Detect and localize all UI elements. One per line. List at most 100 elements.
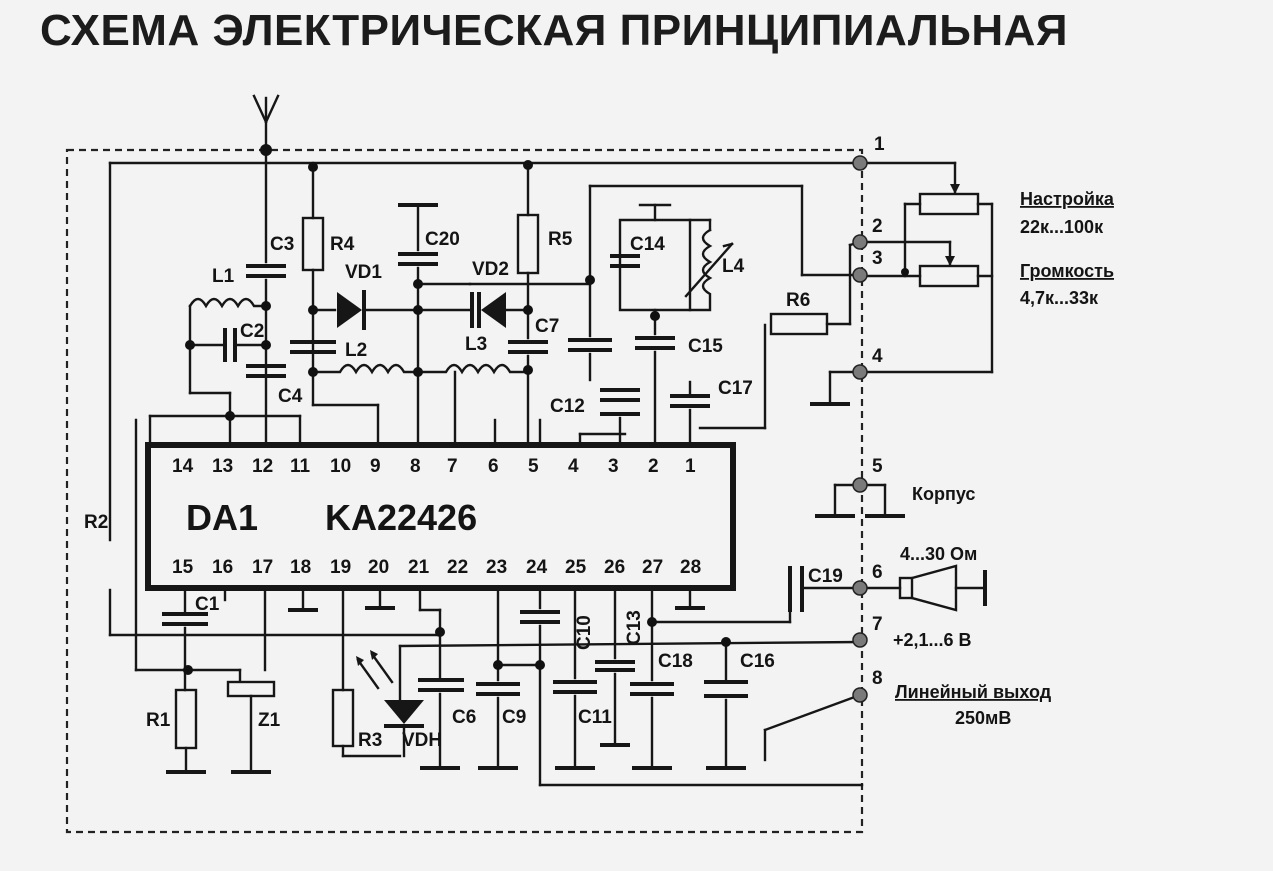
case-ground [815, 483, 905, 518]
potentiometer-tuning [858, 161, 994, 216]
terminal-number: 7 [872, 614, 883, 635]
label-r1: R1 [146, 710, 171, 731]
terminal-3 [852, 267, 868, 283]
label-l3: L3 [465, 334, 487, 355]
ic-pins-top: 14 13 12 11 10 9 8 7 6 5 4 3 2 1 [172, 456, 696, 477]
page-title: СХЕМА ЭЛЕКТРИЧЕСКАЯ ПРИНЦИПИАЛЬНАЯ [40, 6, 1068, 55]
label-c7: C7 [535, 316, 559, 337]
label-c12: C12 [550, 396, 585, 417]
speaker-value: 4...30 Ом [900, 544, 977, 564]
ic-pin-label: 7 [447, 456, 458, 477]
case-label: Корпус [912, 484, 975, 504]
ic-pin-label: 27 [642, 557, 663, 578]
label-l4: L4 [722, 256, 745, 277]
label-z1: Z1 [258, 710, 281, 731]
inductor-l3 [416, 363, 530, 375]
ic-pin-label: 28 [680, 557, 701, 578]
label-c14: C14 [630, 234, 665, 255]
terminal-number: 6 [872, 562, 883, 583]
terminal-2 [852, 234, 868, 250]
resistor-r1 [174, 688, 198, 750]
label-c1: C1 [195, 594, 220, 615]
label-c13: C13 [624, 610, 645, 645]
ic-da1-body [145, 442, 736, 591]
label-c9: C9 [502, 707, 526, 728]
ic-pin-label: 16 [212, 557, 233, 578]
ic-part: KA22426 [325, 497, 477, 538]
potentiometer-volume [858, 202, 994, 374]
ic-pin-label: 24 [526, 557, 548, 578]
component-labels: C3 R4 C20 R5 C14 L4 L1 VD1 VD2 C2 C7 L2 … [84, 229, 843, 751]
label-r3: R3 [358, 730, 382, 751]
ic-pin-label: 4 [568, 456, 579, 477]
supply-value: +2,1...6 В [893, 630, 972, 650]
label-vdh: VDH [402, 730, 442, 751]
label-c15: C15 [688, 336, 723, 357]
board-outline [65, 148, 864, 834]
terminal-6 [852, 580, 868, 596]
ic-pin-label: 13 [212, 456, 233, 477]
ic-pin-label: 9 [370, 456, 381, 477]
terminal-number: 8 [872, 668, 883, 689]
ic-pin-label: 14 [172, 456, 194, 477]
ic-pin-label: 20 [368, 557, 389, 578]
terminal-5 [852, 477, 868, 493]
ic-pin-label: 2 [648, 456, 659, 477]
ic-ref: DA1 [186, 497, 258, 538]
ic-pin-label: 12 [252, 456, 273, 477]
label-c20: C20 [425, 229, 460, 250]
tuning-label: Настройка [1020, 189, 1115, 209]
led-vdh [356, 640, 862, 758]
label-r6: R6 [786, 290, 810, 311]
resistor-r6 [769, 312, 829, 336]
label-c10: C10 [574, 615, 595, 650]
inductor-l4 [688, 228, 713, 312]
label-c4: C4 [278, 386, 303, 407]
label-r4: R4 [330, 234, 355, 255]
label-c3: C3 [270, 234, 294, 255]
ic-pin-label: 11 [290, 456, 311, 477]
ic-pin-label: 25 [565, 557, 587, 578]
line-out-value: 250мВ [955, 708, 1011, 728]
antenna-icon [252, 94, 280, 152]
volume-label: Громкость [1020, 261, 1114, 281]
resistor-r3 [331, 688, 355, 748]
terminal-number: 4 [872, 346, 883, 367]
ic-pin-label: 26 [604, 557, 625, 578]
label-c18: C18 [658, 651, 693, 672]
ic-pin-label: 8 [410, 456, 421, 477]
label-r5: R5 [548, 229, 573, 250]
terminal-number: 1 [874, 134, 885, 155]
ic-pin-label: 18 [290, 557, 311, 578]
filter-z1 [226, 680, 276, 698]
label-c16: C16 [740, 651, 775, 672]
diode-vd1 [337, 292, 362, 328]
ic-pin-label: 3 [608, 456, 619, 477]
ic-pin-label: 19 [330, 557, 351, 578]
terminal-number: 5 [872, 456, 883, 477]
volume-value: 4,7к...33к [1020, 288, 1099, 308]
label-c2: C2 [240, 321, 264, 342]
ic-pin-label: 17 [252, 557, 273, 578]
ic-pin-label: 6 [488, 456, 499, 477]
ic-pin-label: 15 [172, 557, 194, 578]
label-c11: C11 [578, 707, 612, 728]
terminal-pads [852, 155, 868, 703]
terminal-4 [852, 364, 868, 380]
label-c19: C19 [808, 566, 843, 587]
terminal-number: 2 [872, 216, 883, 237]
terminal-8 [852, 687, 868, 703]
label-r2: R2 [84, 512, 108, 533]
line-out-label: Линейный выход [895, 682, 1052, 702]
resistor-r5 [516, 213, 540, 275]
ic-pin-label: 23 [486, 557, 507, 578]
ic-pin-label: 22 [447, 557, 468, 578]
label-vd2: VD2 [472, 259, 509, 280]
tuning-value: 22к...100к [1020, 217, 1104, 237]
side-annotations: Настройка 22к...100к Громкость 4,7к...33… [893, 189, 1115, 728]
terminal-7 [852, 632, 868, 648]
diode-vd2 [481, 292, 506, 328]
resistor-r4 [301, 216, 325, 272]
ic-pin-label: 5 [528, 456, 539, 477]
